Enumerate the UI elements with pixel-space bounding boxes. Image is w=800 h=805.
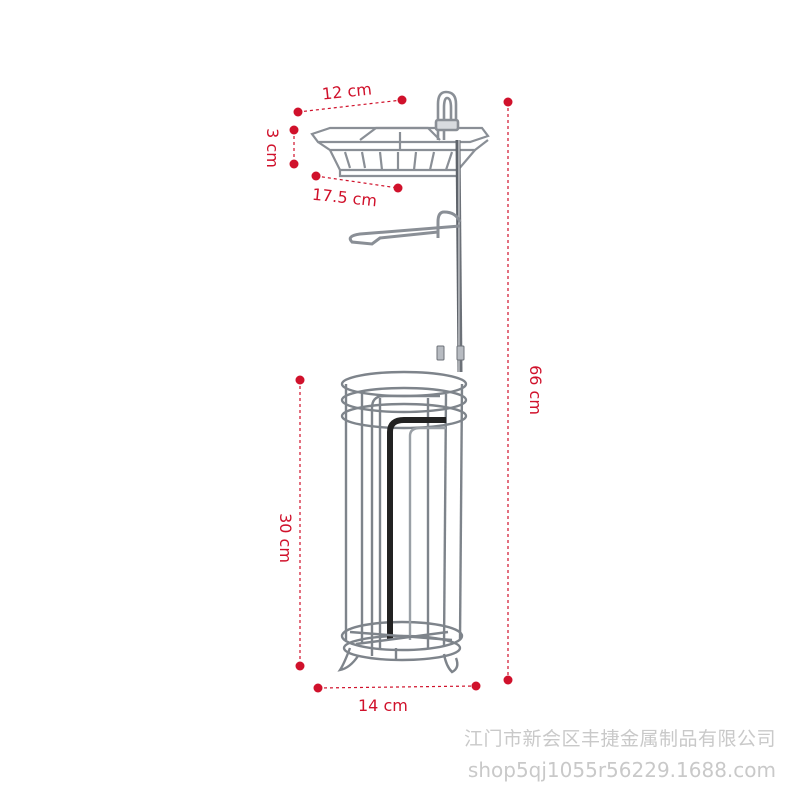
vertical-rods xyxy=(437,139,463,373)
wire-shelf-basket xyxy=(310,126,490,178)
base-height-label: 30 cm xyxy=(275,513,295,563)
base-width-label: 14 cm xyxy=(358,696,408,715)
shelf-height-label: 3 cm xyxy=(262,128,282,168)
spare-roll-cage xyxy=(337,370,468,674)
watermark-shop-url: shop5qj1055r56229.1688.com xyxy=(467,758,776,782)
paper-holder-arm xyxy=(348,210,462,246)
watermark-company: 江门市新会区丰捷金属制品有限公司 xyxy=(463,728,776,750)
hanging-hook xyxy=(434,90,460,140)
dimension-endpoints xyxy=(289,95,513,693)
total-height-label: 66 cm xyxy=(525,365,545,415)
dimension-lines xyxy=(293,99,509,689)
